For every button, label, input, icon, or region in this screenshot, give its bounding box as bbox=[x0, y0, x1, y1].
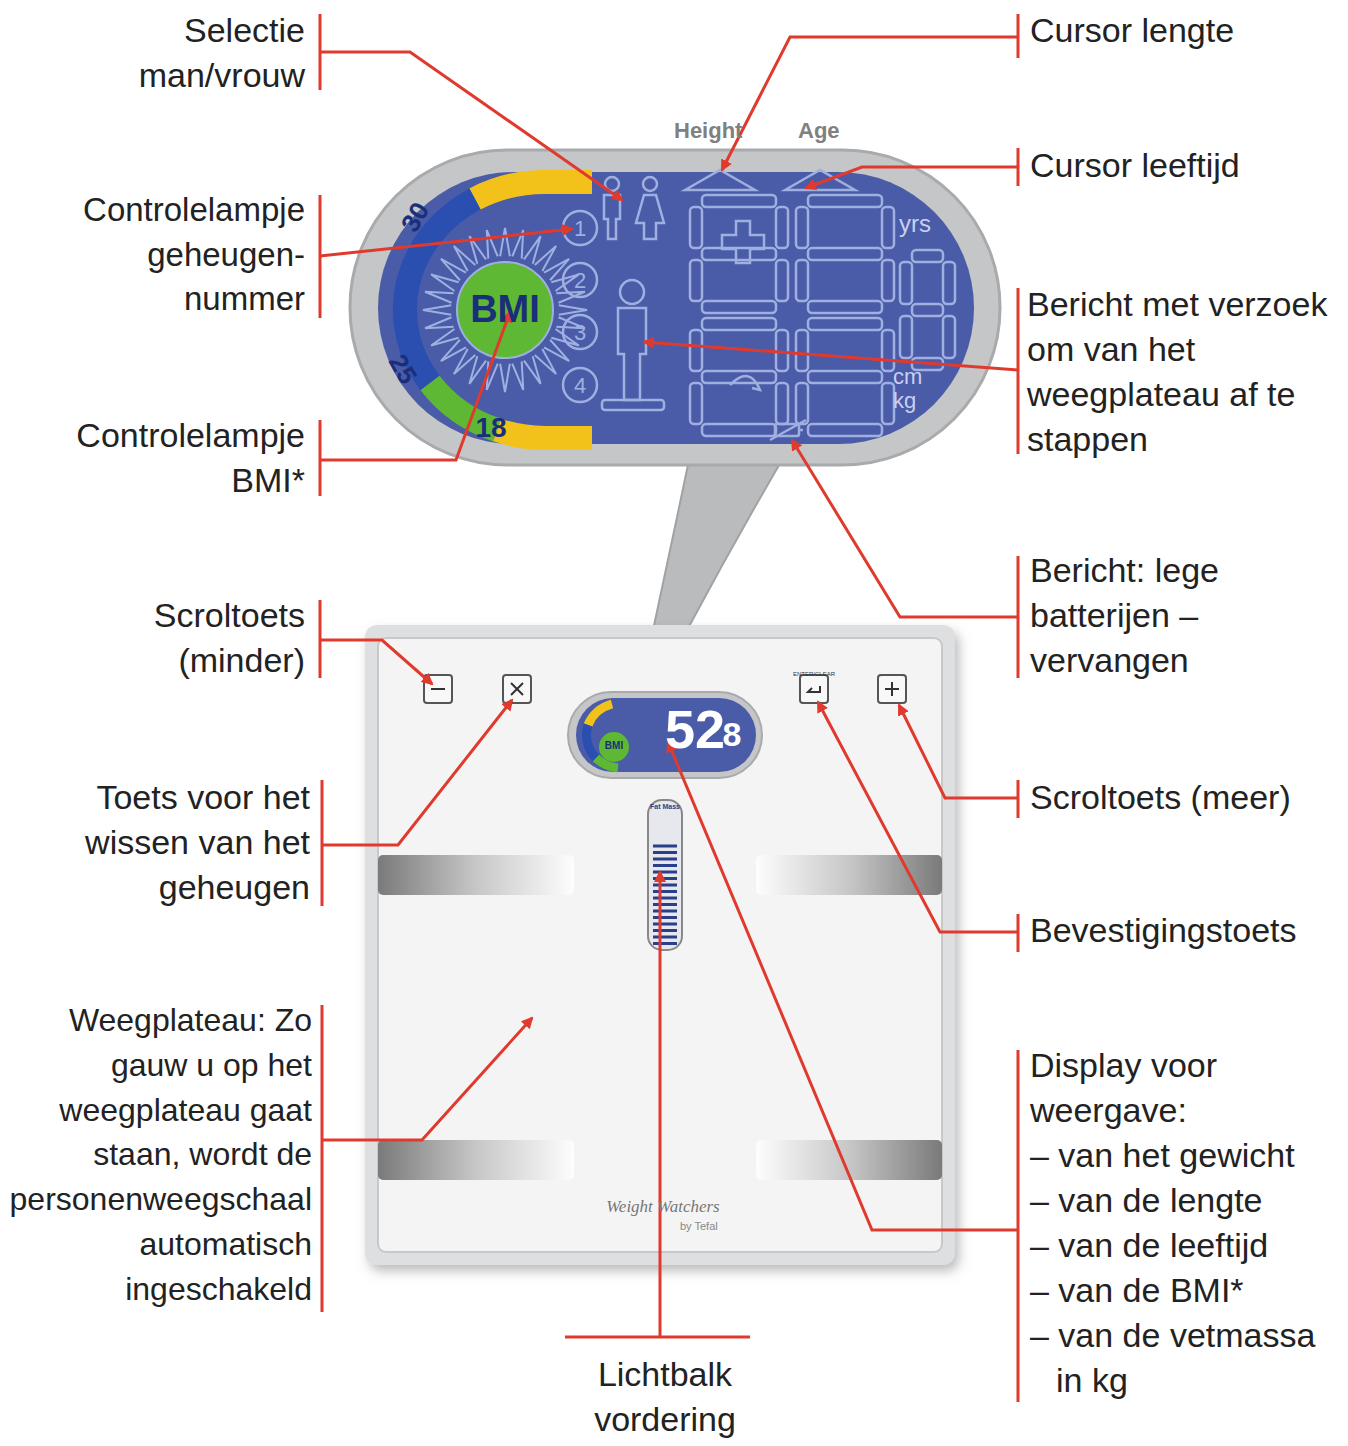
unit-label: kg bbox=[893, 386, 943, 415]
button-caption: ENTER/CLEAR bbox=[789, 671, 839, 679]
memory-number: 1 bbox=[566, 214, 594, 243]
callout-label: Cursor lengte bbox=[1030, 8, 1340, 53]
callout-label: Cursor leeftijd bbox=[1030, 143, 1340, 188]
list-item: – van de lengte bbox=[1030, 1178, 1340, 1223]
brand-logo: Weight Watchers bbox=[578, 1198, 748, 1217]
memory-number: 3 bbox=[566, 318, 594, 347]
callout-label: Scroltoets (minder) bbox=[105, 593, 305, 683]
memory-number: 4 bbox=[566, 371, 594, 400]
bmi-indicator: BMI bbox=[460, 284, 550, 334]
bmi-scale-number: 18 bbox=[466, 410, 516, 447]
list-item: – van het gewicht bbox=[1030, 1133, 1340, 1178]
lcd-caption: Height bbox=[674, 116, 774, 145]
weight-readout: 52 bbox=[660, 700, 730, 759]
callout-label: Display voor weergave: bbox=[1030, 1043, 1260, 1133]
brand-logo: by Tefal bbox=[680, 1220, 740, 1232]
list-item: – van de vetmassa in kg bbox=[1030, 1313, 1340, 1403]
callout-label: Weegplateau: Zo gauw u op het weegplatea… bbox=[4, 998, 312, 1312]
callout-label: Bericht met verzoek om van het weegplate… bbox=[1027, 282, 1345, 462]
list-item: – van de leeftijd bbox=[1030, 1223, 1340, 1268]
lcd-caption: Age bbox=[798, 116, 868, 145]
memory-number: 2 bbox=[566, 266, 594, 295]
bar-caption: Fat Mass bbox=[650, 803, 680, 810]
callout-label: Controlelampje BMI* bbox=[15, 413, 305, 503]
callout-label: Toets voor het wissen van het geheugen bbox=[48, 775, 310, 910]
callout-label: Lichtbalk vordering bbox=[550, 1352, 780, 1442]
callout-label: Controlelampje geheugen- nummer bbox=[35, 188, 305, 322]
callout-label: Bevestigingstoets bbox=[1030, 908, 1340, 953]
weight-readout: 8 bbox=[720, 716, 744, 753]
unit-label: cm bbox=[893, 362, 943, 391]
bmi-indicator: BMI bbox=[600, 740, 628, 751]
callout-label: Bericht: lege batterijen – vervangen bbox=[1030, 548, 1250, 683]
list-item: – van de BMI* bbox=[1030, 1268, 1340, 1313]
callout-label: Scroltoets (meer) bbox=[1030, 775, 1340, 820]
unit-label: yrs bbox=[899, 208, 959, 240]
callout-label: Selectie man/vrouw bbox=[15, 8, 305, 98]
